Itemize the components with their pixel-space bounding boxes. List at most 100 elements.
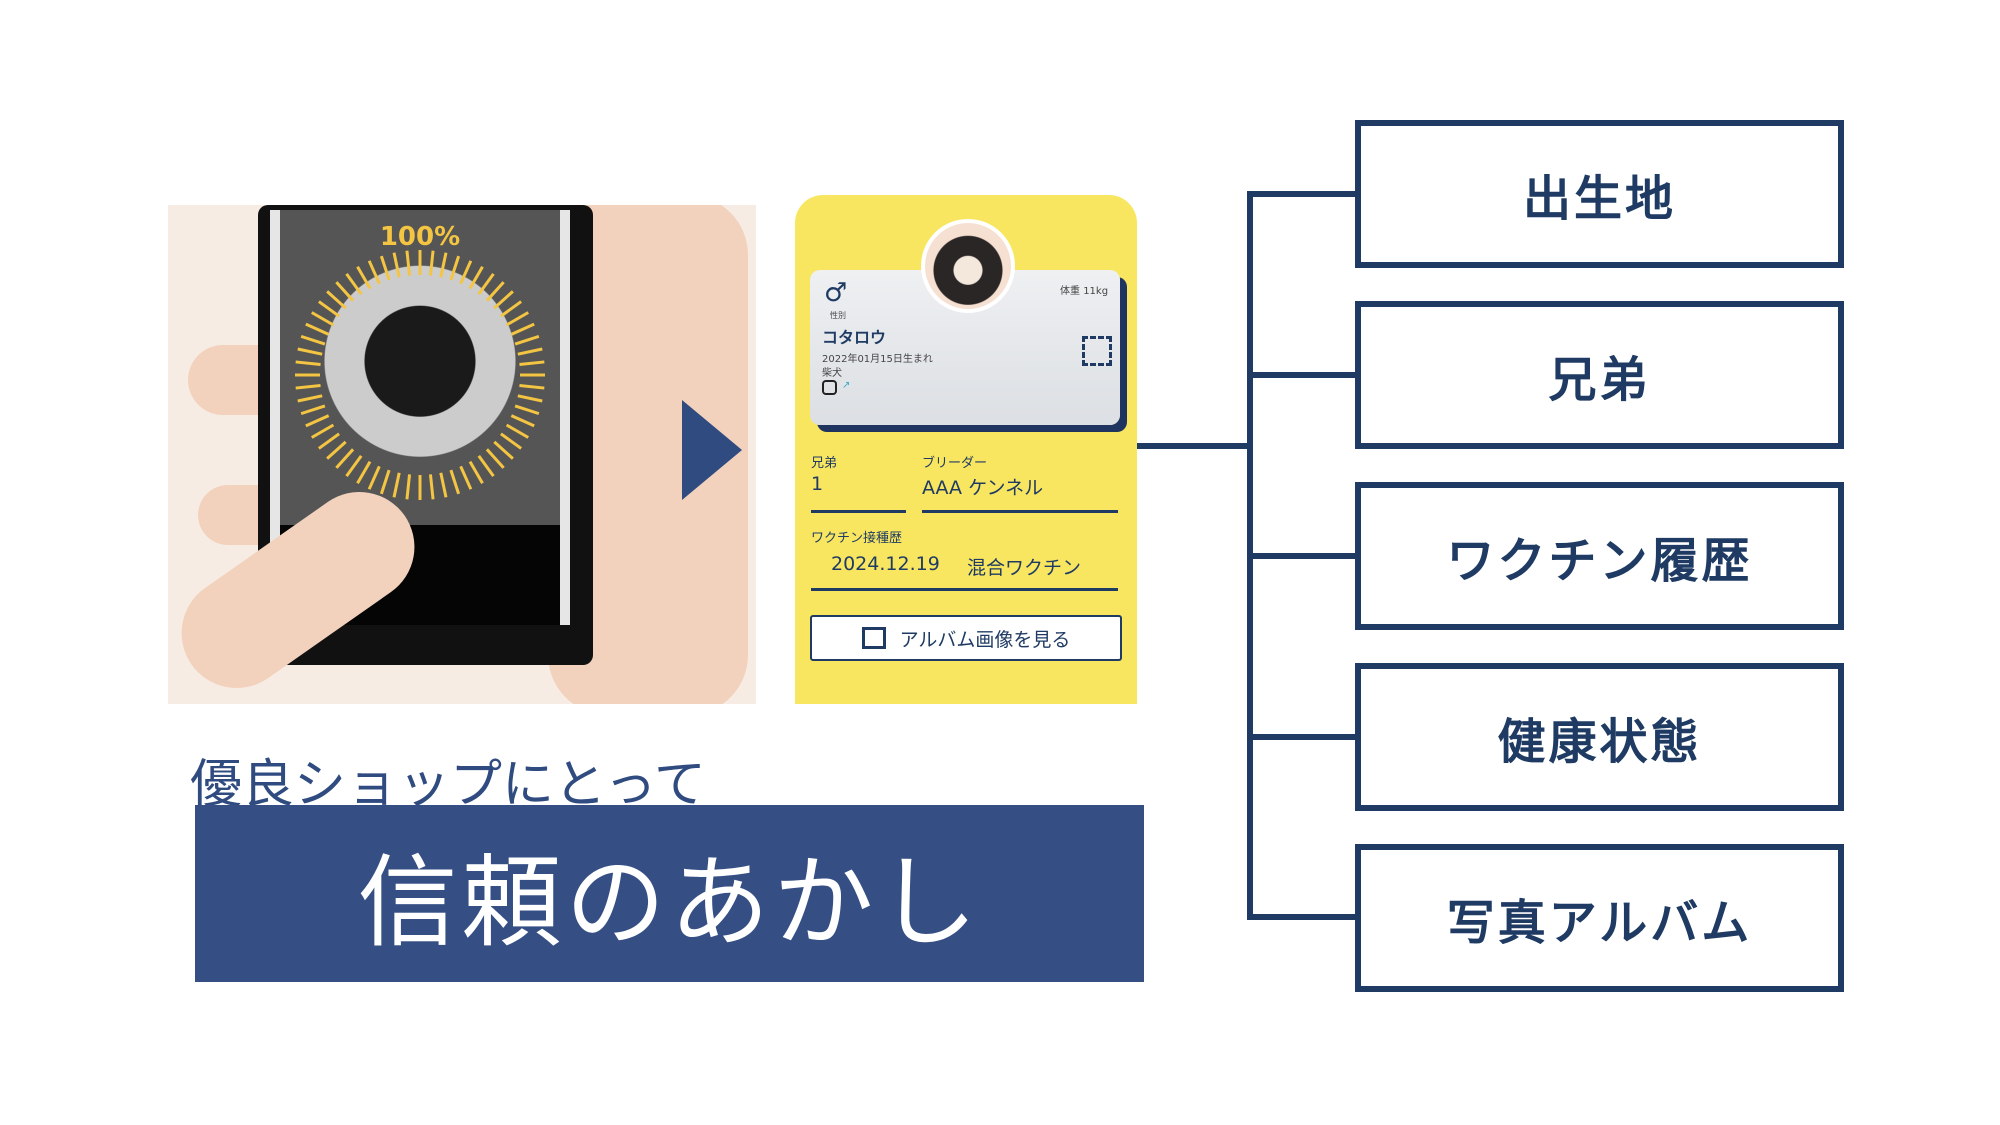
scan-tick (295, 383, 321, 390)
scan-tick (405, 474, 412, 500)
view-album-label: アルバム画像を見る (899, 628, 1071, 651)
scan-tick (449, 255, 461, 281)
nose-camera-view: 100% (280, 210, 560, 525)
scan-tick (335, 448, 355, 469)
scan-tick (517, 347, 543, 356)
scan-tick (379, 255, 391, 281)
item-health-status: 健康状態 (1355, 663, 1844, 811)
sex-label: 性別 (830, 311, 846, 320)
scan-tick (335, 281, 355, 302)
scan-tick (326, 440, 347, 460)
scan-tick (326, 290, 347, 310)
view-album-button[interactable]: アルバム画像を見る (810, 615, 1122, 661)
breeder-value: AAA ケンネル (922, 477, 1044, 499)
scan-tick (405, 250, 412, 276)
instagram-icon[interactable] (822, 380, 837, 395)
vaccine-name: 混合ワクチン (967, 557, 1082, 579)
item-photo-album: 写真アルバム (1355, 844, 1844, 992)
scan-tick (505, 311, 530, 327)
pet-name: コタロウ (822, 328, 887, 347)
scan-tick (310, 423, 335, 439)
item-label: 健康状態 (1497, 714, 1702, 770)
connector-branch (1247, 191, 1357, 197)
vaccine-label: ワクチン接種歴 (811, 531, 903, 546)
scan-tick (356, 265, 372, 290)
scan-tick (305, 322, 330, 336)
scan-tick (367, 260, 381, 285)
breeder-label: ブリーダー (922, 456, 988, 471)
scan-tick (477, 272, 495, 295)
scan-tick (505, 423, 530, 439)
scan-tick (449, 469, 461, 495)
scan-tick (345, 272, 363, 295)
item-label: 兄弟 (1548, 352, 1651, 408)
scan-tick (428, 474, 435, 500)
siblings-value: 1 (811, 473, 824, 495)
scan-tick (300, 404, 326, 416)
birth-date: 2022年01月15日生まれ (822, 354, 933, 365)
scan-tick (439, 472, 448, 498)
scan-tick (493, 440, 514, 460)
scan-tick (310, 311, 335, 327)
divider (922, 510, 1118, 513)
item-vaccine-history: ワクチン履歴 (1355, 482, 1844, 630)
scan-tick (477, 455, 495, 478)
scan-tick (517, 394, 543, 403)
male-icon: ♂ (824, 278, 848, 308)
scan-tick (459, 465, 473, 490)
siblings-label: 兄弟 (811, 456, 838, 471)
vaccine-date: 2024.12.19 (831, 553, 940, 575)
scan-tick (514, 334, 540, 346)
scan-tick (379, 469, 391, 495)
scan-tick (468, 460, 484, 485)
divider (811, 588, 1118, 591)
scan-tick (519, 383, 545, 390)
scan-tick (300, 334, 326, 346)
arrow-right-icon (682, 400, 742, 500)
scan-tick (485, 281, 505, 302)
scan-tick (514, 404, 540, 416)
item-label: 写真アルバム (1446, 895, 1753, 951)
item-birthplace: 出生地 (1355, 120, 1844, 268)
connector-branch (1247, 914, 1357, 920)
scan-tick (297, 394, 323, 403)
scan-tick (493, 290, 514, 310)
scan-tick (500, 432, 523, 450)
scan-ring-icon (295, 250, 545, 500)
scan-tick (468, 265, 484, 290)
scan-tick (367, 465, 381, 490)
divider (811, 510, 906, 513)
connector-line (1137, 443, 1253, 449)
scan-tick (500, 300, 523, 318)
weight: 体重 11kg (1060, 282, 1108, 297)
scan-progress-label: 100% (379, 222, 461, 252)
connector-branch (1247, 553, 1357, 559)
scan-tick (510, 322, 535, 336)
connector-branch (1247, 372, 1357, 378)
external-link-icon[interactable]: ↗ (842, 380, 851, 391)
scan-tick (297, 347, 323, 356)
connector-branch (1247, 734, 1357, 740)
scan-tick (510, 414, 535, 428)
scan-tick (356, 460, 372, 485)
item-label: ワクチン履歴 (1446, 533, 1753, 589)
item-label: 出生地 (1522, 171, 1676, 227)
scan-tick (392, 252, 401, 278)
image-icon (861, 627, 886, 649)
pet-avatar (921, 219, 1015, 313)
scan-tick (295, 360, 321, 367)
scan-tick (392, 472, 401, 498)
qr-code-icon[interactable] (1082, 336, 1112, 366)
breed: 柴犬 (822, 368, 842, 379)
scan-tick (428, 250, 435, 276)
scan-tick (305, 414, 330, 428)
scan-tick (485, 448, 505, 469)
title-banner: 信頼のあかし (195, 805, 1144, 982)
pet-profile-card: ♂ 性別 体重 11kg コタロウ 2022年01月15日生まれ 柴犬 ↗ 兄弟… (795, 195, 1137, 704)
nose-scan-photo: 100% (168, 205, 756, 704)
scan-tick (317, 432, 340, 450)
scan-tick (317, 300, 340, 318)
scan-tick (519, 360, 545, 367)
weight-label: 体重 (1060, 286, 1080, 297)
scan-tick (459, 260, 473, 285)
